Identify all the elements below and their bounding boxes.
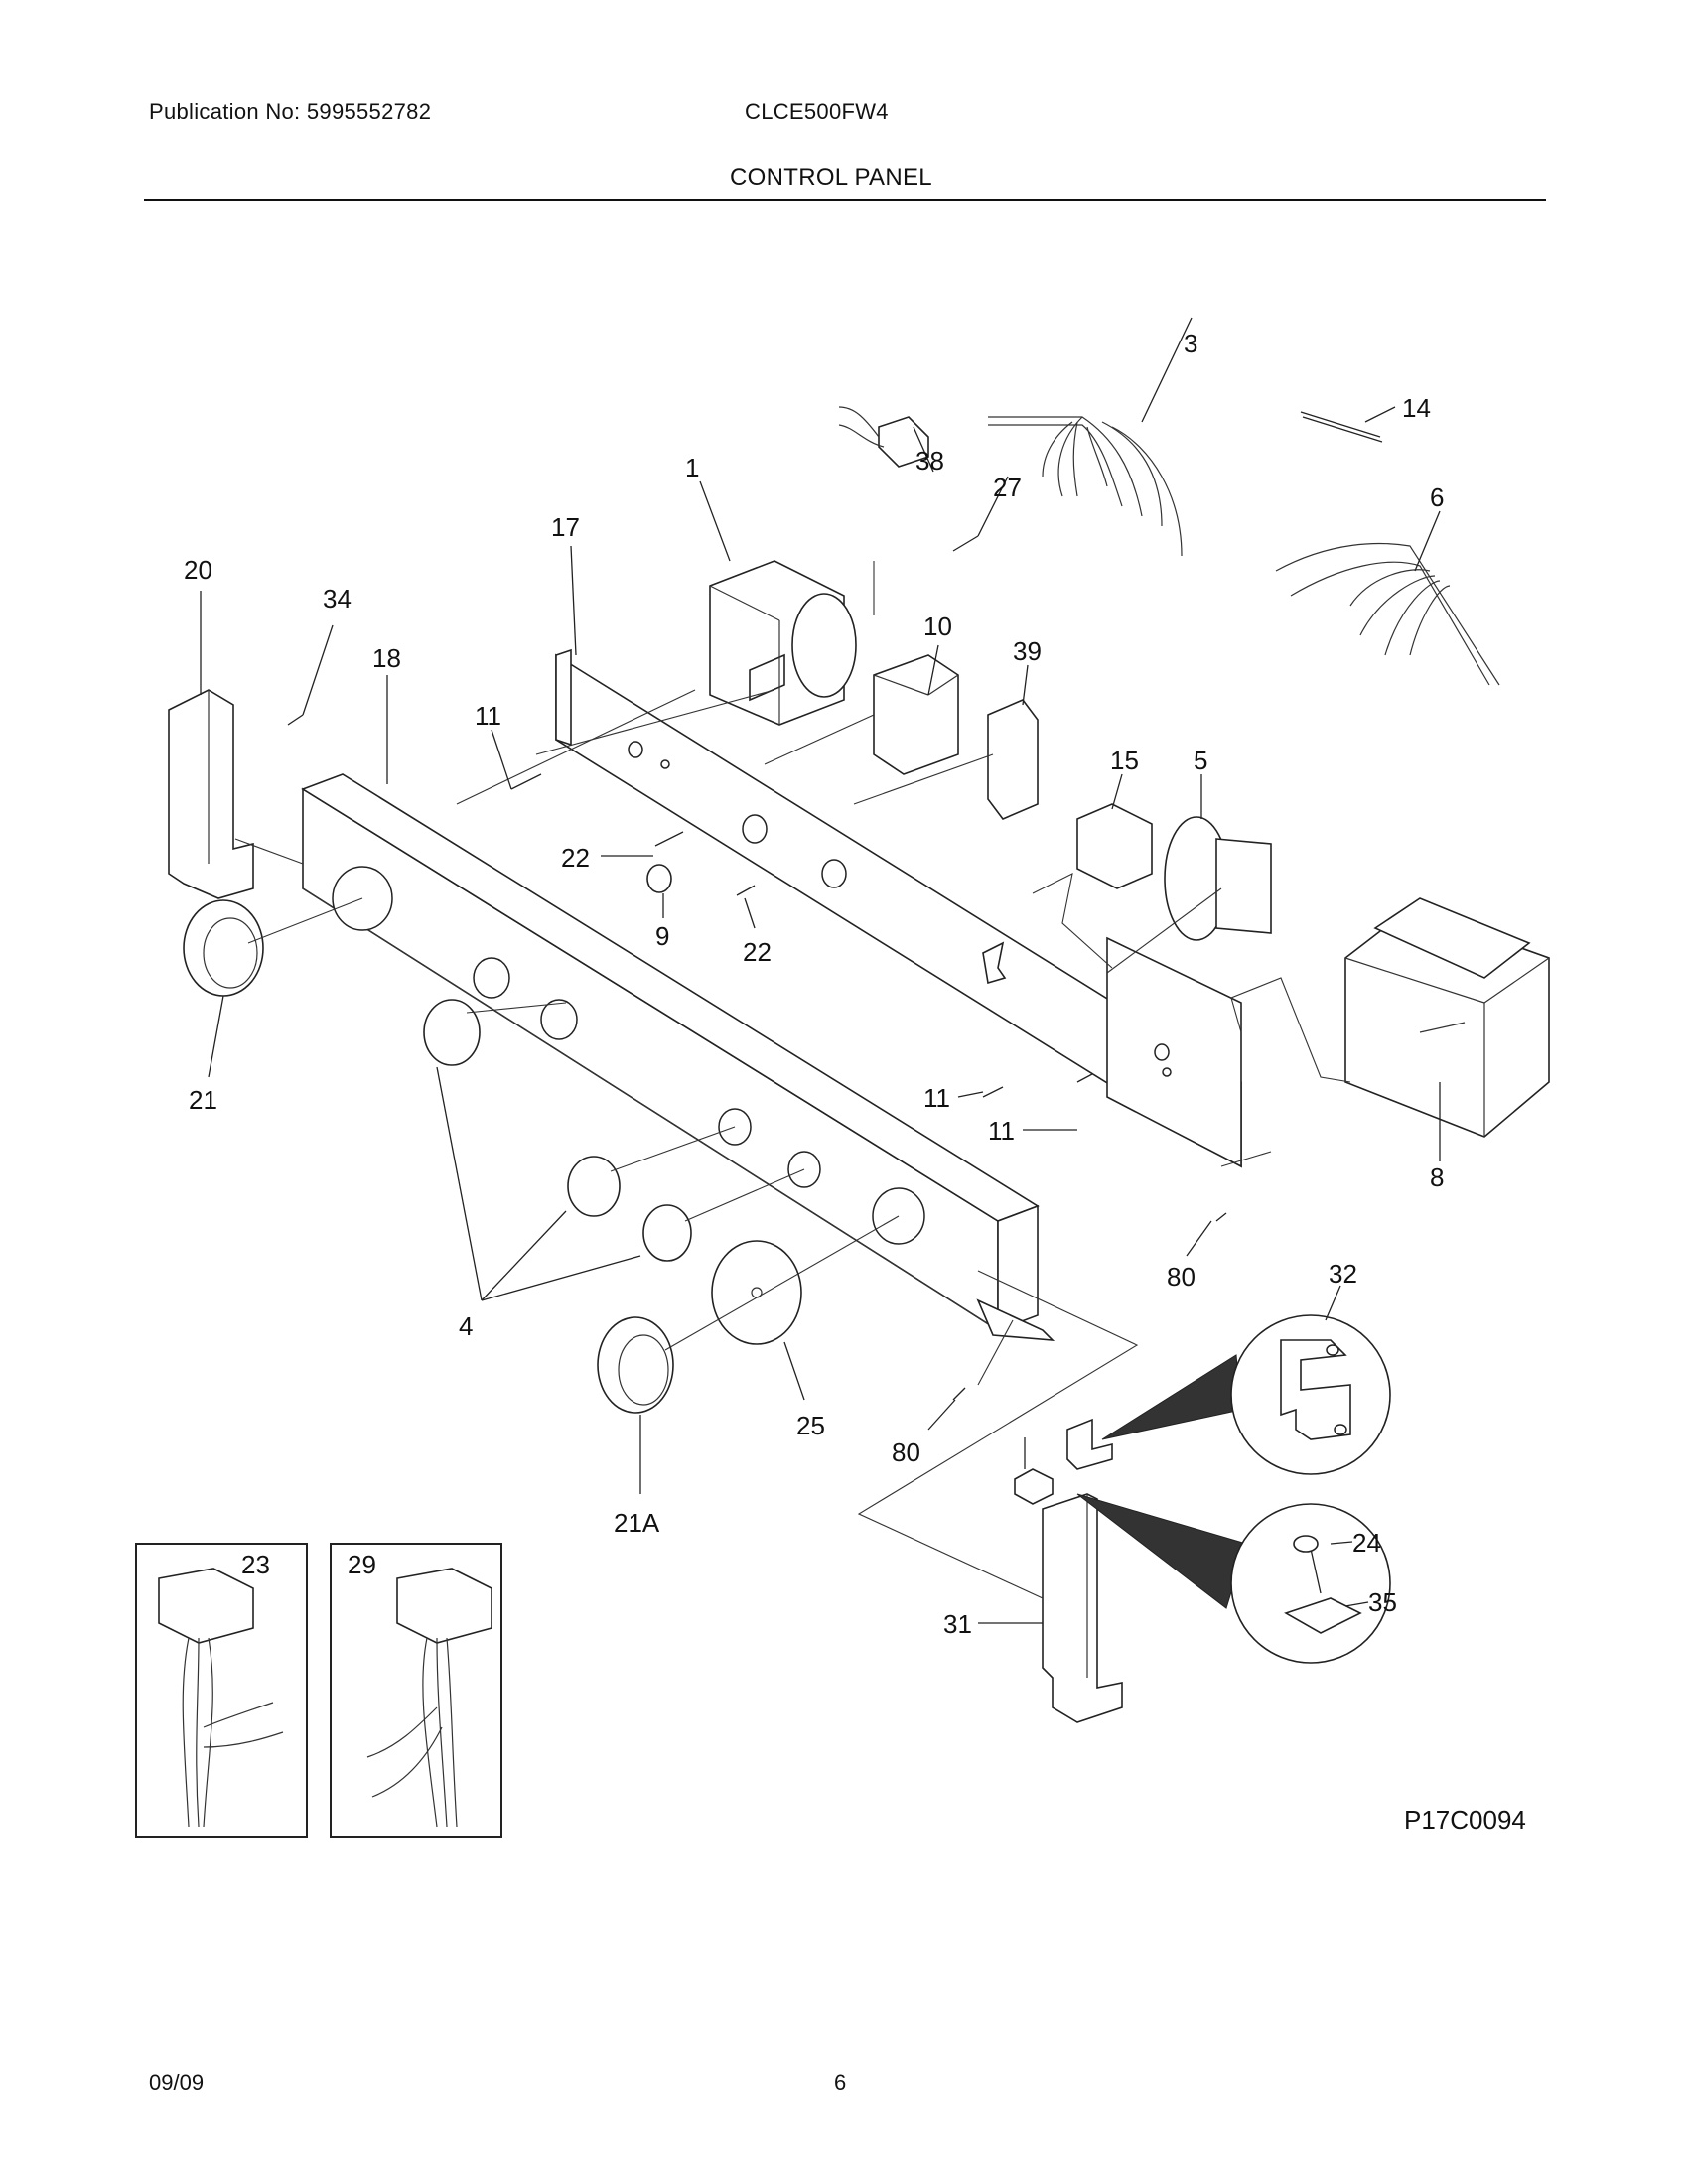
callout-29: 29 — [348, 1550, 376, 1579]
callout-22-b: 22 — [743, 937, 772, 967]
callout-11-c: 11 — [988, 1116, 1015, 1146]
callout-3: 3 — [1184, 329, 1197, 358]
knob-4-a — [423, 999, 481, 1066]
front-panel — [301, 773, 1055, 1341]
callout-5: 5 — [1194, 746, 1207, 775]
callout-80-a: 80 — [1167, 1262, 1196, 1292]
callout-1: 1 — [685, 453, 699, 482]
temperature-switch — [987, 699, 1039, 820]
model-number: CLCE500FW4 — [745, 99, 889, 124]
timer — [709, 560, 857, 726]
section-title: CONTROL PANEL — [730, 164, 932, 191]
callout-15: 15 — [1110, 746, 1139, 775]
leader-lines — [200, 317, 1441, 1624]
callout-22-a: 22 — [561, 843, 590, 873]
header-rule — [144, 199, 1546, 201]
callout-23: 23 — [241, 1550, 270, 1579]
wire-harness-main — [988, 416, 1183, 557]
end-of-cycle-signal — [1164, 816, 1272, 941]
harness-inset-23 — [135, 1543, 308, 1838]
callout-21a: 21A — [614, 1508, 660, 1538]
callout-4: 4 — [459, 1311, 473, 1341]
callout-14: 14 — [1402, 393, 1431, 423]
callout-18: 18 — [372, 643, 401, 673]
push-switch — [1076, 803, 1153, 889]
callout-8: 8 — [1430, 1162, 1444, 1192]
panel-opening — [540, 999, 578, 1040]
dial-skirt-25 — [711, 1240, 802, 1345]
page-number: 6 — [834, 2070, 847, 2095]
bracket-32-detail — [1066, 1314, 1391, 1475]
callout-32: 32 — [1329, 1259, 1357, 1289]
callout-20: 20 — [184, 555, 212, 585]
callout-21: 21 — [189, 1085, 217, 1115]
callout-10: 10 — [923, 612, 952, 641]
callout-80-b: 80 — [892, 1437, 920, 1467]
knob-4-b — [567, 1156, 621, 1217]
right-end-cap — [1042, 1493, 1123, 1723]
callout-11-a: 11 — [475, 701, 501, 731]
rear-panel — [555, 648, 1242, 1168]
callout-labels: 1 3 14 6 38 27 10 39 15 5 8 17 18 20 34 … — [184, 329, 1444, 1639]
callout-35: 35 — [1368, 1587, 1397, 1617]
panel-opening — [473, 957, 510, 999]
jumper-wire — [1300, 411, 1383, 443]
buzzer — [838, 406, 929, 468]
publication-number: Publication No: 5995552782 — [149, 99, 432, 124]
harness-inset-29 — [330, 1543, 502, 1838]
knob-9 — [646, 864, 672, 893]
callout-38: 38 — [915, 446, 944, 476]
callout-27: 27 — [993, 473, 1022, 502]
left-end-cap — [168, 689, 254, 899]
footer-date: 09/09 — [149, 2070, 205, 2095]
callout-39: 39 — [1013, 636, 1042, 666]
callout-25: 25 — [796, 1411, 825, 1440]
wire-harness-secondary — [1275, 542, 1500, 686]
assembly-lines — [234, 561, 1351, 1599]
knob-21a — [597, 1316, 674, 1414]
callout-11-b: 11 — [923, 1083, 950, 1113]
callout-9: 9 — [655, 921, 669, 951]
callout-17: 17 — [551, 512, 580, 542]
callout-31: 31 — [943, 1609, 972, 1639]
callout-24: 24 — [1352, 1528, 1381, 1558]
clip-35-detail — [1014, 1468, 1391, 1664]
callout-34: 34 — [323, 584, 352, 614]
knob-21 — [183, 899, 264, 997]
screws — [287, 535, 1227, 1469]
callout-6: 6 — [1430, 482, 1444, 512]
figure-code: P17C0094 — [1404, 1805, 1526, 1835]
electronic-control-board — [1344, 897, 1550, 1138]
knob-4-c — [642, 1204, 692, 1262]
selector-switch — [873, 654, 959, 775]
